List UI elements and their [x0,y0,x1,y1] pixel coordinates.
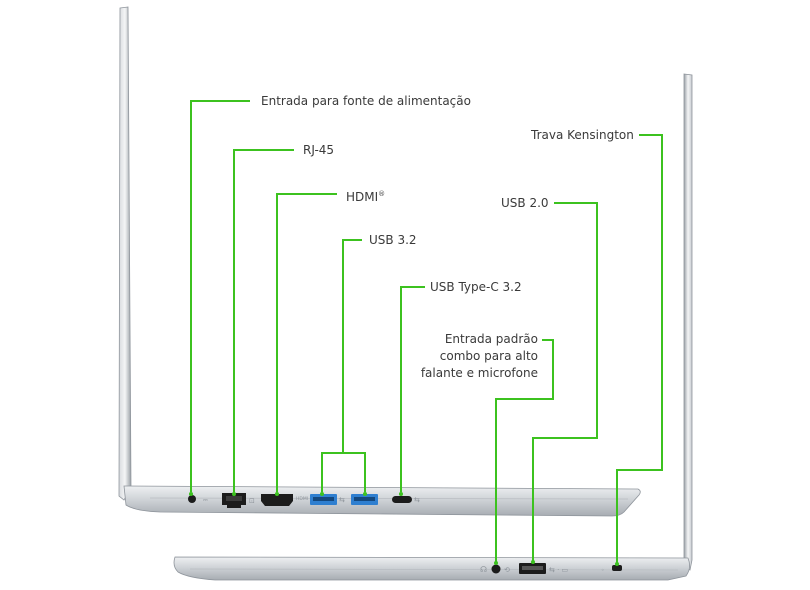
label-kensington: Trava Kensington [531,128,634,142]
laptop-right-side-view: ☊ ⟲ ⇆ · ▭ ◦ [173,73,693,581]
hdmi-port [261,494,293,506]
hdmi-glyph: HDMI [296,496,308,502]
label-hdmi: HDMI® [346,186,385,206]
label-audio-line-3: falante e microfone [420,366,538,380]
laptop-left-lid [118,6,132,501]
usb20-glyph: ⇆ · ▭ [549,566,568,574]
label-rj45: RJ-45 [303,143,335,157]
power-jack-port [188,495,196,503]
usb-glyph-1: ⇆ [339,496,345,504]
power-jack-glyph: ⎓ [203,497,208,504]
label-audio-line-1: Entrada padrão [444,332,538,346]
usbc-glyph: ⇆ [414,496,420,504]
headset-glyph: ☊ [480,565,487,574]
network-glyph: ⊡ [249,497,255,505]
label-audio-combo: Entrada padrão combo para alto falante e… [420,331,538,382]
leader-rj45 [233,149,294,492]
leader-lines [189,100,663,566]
label-usbc: USB Type-C 3.2 [430,280,522,294]
leader-kensington [616,134,663,563]
label-hdmi-mark: ® [378,190,386,198]
kensington-slot [612,565,622,571]
leader-usbc [400,286,425,492]
label-usb20: USB 2.0 [501,196,549,210]
label-power-input: Entrada para fonte de alimentação [261,94,471,108]
usbc-port [392,496,412,503]
label-audio-line-2: combo para alto [439,349,538,363]
leader-power [190,100,250,492]
lock-glyph: ◦ [601,567,605,574]
laptop-left-base [123,485,641,517]
laptop-right-base [173,556,690,581]
audio-combo-port [491,564,501,574]
leader-usb32 [342,239,362,453]
leader-audio [495,339,554,562]
audio-glyph: ⟲ [504,566,510,574]
leader-hdmi [276,193,337,492]
label-usb32: USB 3.2 [369,233,417,247]
label-hdmi-text: HDMI [346,190,379,204]
laptop-left-side-view: ⎓ ⊡ HDMI ⇆ ⇆ [118,6,641,517]
laptop-right-lid [683,73,693,571]
leader-usb20 [532,202,598,561]
leader-usb32-bracket [321,452,366,492]
